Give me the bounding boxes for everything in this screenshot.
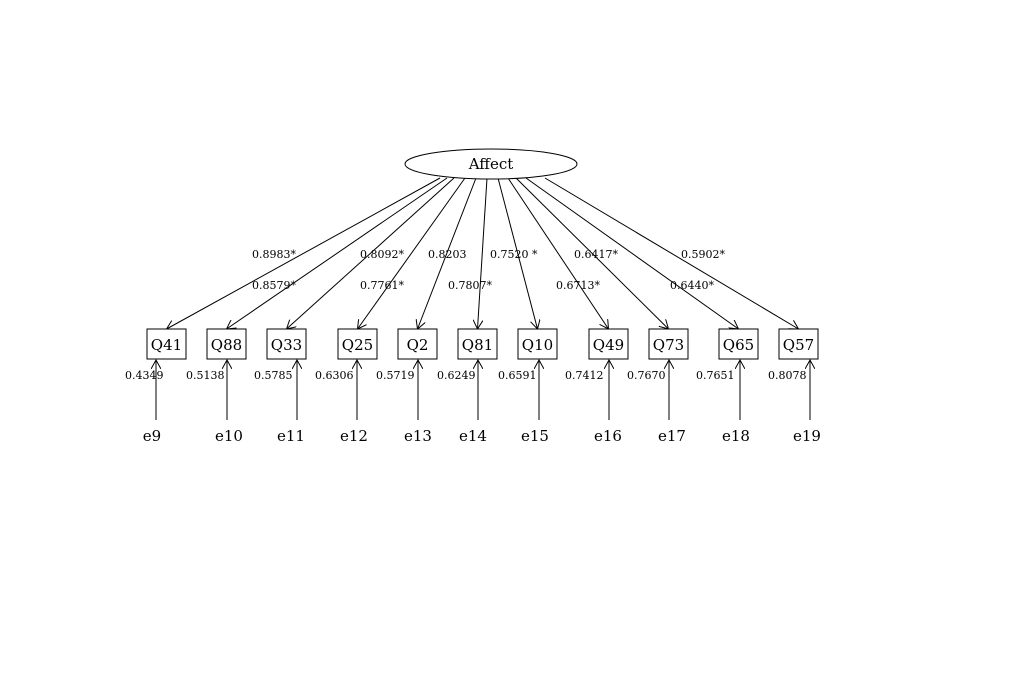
indicator-label: Q65 [723, 336, 754, 354]
error-variance: 0.7670 [627, 369, 666, 382]
loading-value: 0.7520 * [490, 248, 538, 261]
indicator-box[interactable] [718, 328, 759, 360]
indicator-box[interactable] [397, 328, 438, 360]
latent-label: Affect [468, 155, 514, 173]
loading-path-q41 [167, 177, 441, 329]
error-variance: 0.6306 [315, 369, 354, 382]
loading-value: 0.6713* [556, 279, 600, 292]
indicator-q88[interactable]: Q88 [206, 328, 247, 360]
indicator-q49[interactable]: Q49 [588, 328, 629, 360]
indicator-box[interactable] [206, 328, 247, 360]
indicator-box[interactable] [146, 328, 187, 360]
loading-value: 0.7807* [448, 279, 492, 292]
indicator-label: Q33 [271, 336, 302, 354]
loading-path-q88 [227, 177, 448, 329]
error-variance: 0.7412 [565, 369, 604, 382]
error-term-label: e19 [793, 427, 821, 445]
loading-path-q57 [544, 177, 799, 329]
error-variance: 0.5138 [186, 369, 225, 382]
loading-value: 0.8983* [252, 248, 296, 261]
indicator-q10[interactable]: Q10 [517, 328, 558, 360]
error-variance: 0.6591 [498, 369, 537, 382]
indicator-q57[interactable]: Q57 [778, 328, 819, 360]
error-variance: 0.6249 [437, 369, 476, 382]
indicator-box[interactable] [778, 328, 819, 360]
indicator-q65[interactable]: Q65 [718, 328, 759, 360]
indicator-label: Q88 [211, 336, 242, 354]
error-term-label: e18 [722, 427, 750, 445]
loading-paths [167, 177, 799, 329]
loading-path-q73 [515, 177, 669, 329]
error-variance: 0.5719 [376, 369, 415, 382]
indicator-label: Q49 [593, 336, 624, 354]
indicator-label: Q81 [462, 336, 493, 354]
loading-value: 0.8579* [252, 279, 296, 292]
error-variance: 0.5785 [254, 369, 293, 382]
indicator-q41[interactable]: Q41 [146, 328, 187, 360]
error-term-label: e9 [143, 427, 161, 445]
error-variance: 0.4349 [125, 369, 164, 382]
error-term-label: e12 [340, 427, 368, 445]
loading-path-q49 [507, 177, 609, 329]
indicator-box[interactable] [648, 328, 689, 360]
indicator-label: Q2 [407, 336, 429, 354]
error-term-label: e16 [594, 427, 622, 445]
indicator-q81[interactable]: Q81 [457, 328, 498, 360]
error-variance: 0.7651 [696, 369, 735, 382]
loading-value: 0.5902* [681, 248, 725, 261]
error-variance: 0.8078 [768, 369, 807, 382]
latent-ellipse[interactable] [404, 148, 578, 180]
error-term-label: e10 [215, 427, 243, 445]
error-term-label: e14 [459, 427, 487, 445]
latent-factor[interactable]: Affect [404, 148, 578, 180]
error-term-label: e15 [521, 427, 549, 445]
error-term-label: e11 [277, 427, 305, 445]
loading-value: 0.7761* [360, 279, 404, 292]
loading-path-q10 [497, 177, 538, 329]
indicator-q25[interactable]: Q25 [337, 328, 378, 360]
loading-path-q65 [525, 177, 739, 329]
indicator-box[interactable] [517, 328, 558, 360]
error-term-label: e17 [658, 427, 686, 445]
loading-path-q33 [287, 177, 455, 329]
loading-path-q2 [418, 177, 477, 329]
indicator-box[interactable] [588, 328, 629, 360]
indicator-label: Q57 [783, 336, 814, 354]
error-term-label: e13 [404, 427, 432, 445]
error-terms: 0.4349 e9 0.5138 e10 0.5785 e11 0.6306 e12 0.571… [125, 360, 821, 445]
loading-value: 0.6417* [574, 248, 618, 261]
loading-value: 0.6440* [670, 279, 714, 292]
loading-path-q81 [478, 177, 488, 329]
indicator-q73[interactable]: Q73 [648, 328, 689, 360]
loading-value: 0.8092* [360, 248, 404, 261]
indicator-label: Q10 [522, 336, 553, 354]
indicator-box[interactable] [337, 328, 378, 360]
indicator-nodes: Q41 Q88 Q33 Q25 Q2 Q81 Q10 Q49 Q73 Q65 Q57 [146, 328, 819, 360]
loading-labels: 0.8983* 0.8579* 0.8092* 0.7761* 0.8203 0.7807… [252, 248, 725, 292]
loading-path-q25 [358, 177, 466, 329]
indicator-box[interactable] [457, 328, 498, 360]
indicator-q2[interactable]: Q2 [397, 328, 438, 360]
indicator-label: Q73 [653, 336, 684, 354]
indicator-label: Q25 [342, 336, 373, 354]
indicator-label: Q41 [151, 336, 182, 354]
loading-value: 0.8203 [428, 248, 467, 261]
indicator-q33[interactable]: Q33 [266, 328, 307, 360]
indicator-box[interactable] [266, 328, 307, 360]
